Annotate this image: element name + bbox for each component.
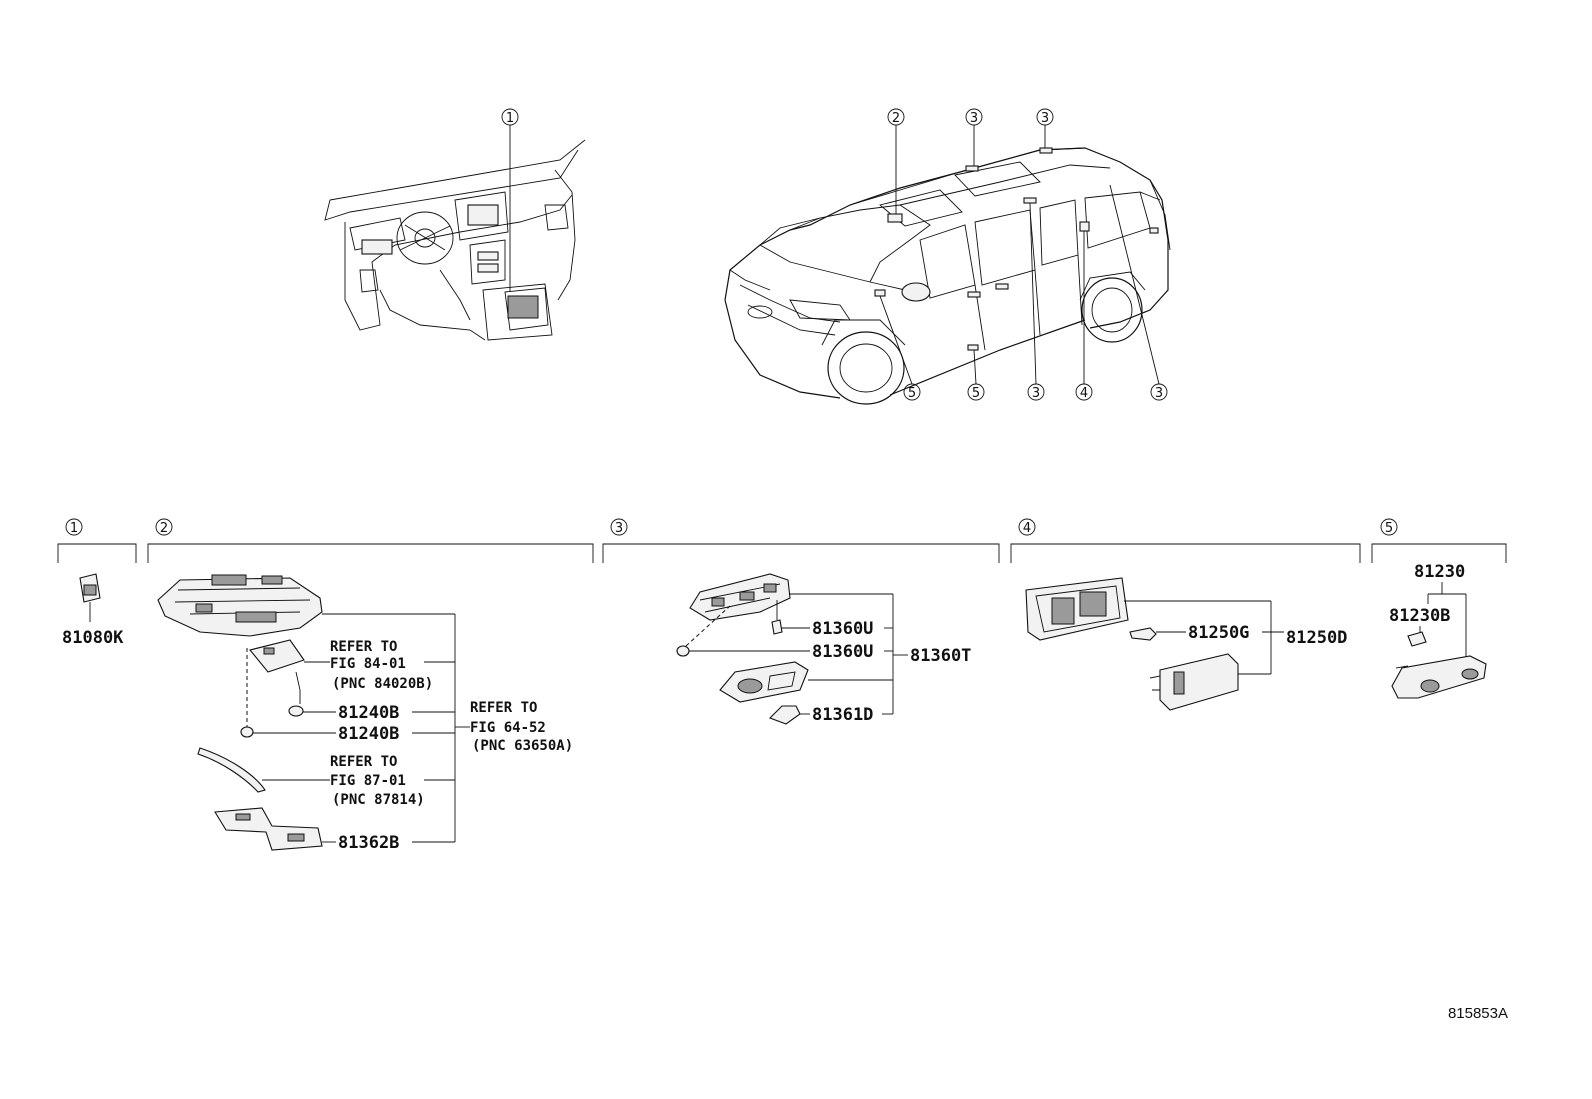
map-lamp-assembly-drawing <box>157 574 323 637</box>
callout-vehicle-3b: 3 <box>1036 108 1054 148</box>
vanity-lamp-frame-drawing <box>1025 577 1129 641</box>
svg-text:FIG 84-01: FIG 84-01 <box>330 656 406 672</box>
svg-text:(PNC 84020B): (PNC 84020B) <box>332 676 433 692</box>
bulb-81250G <box>1129 627 1157 641</box>
svg-text:FIG 87-01: FIG 87-01 <box>330 773 406 789</box>
callout-vehicle-4: 4 <box>1075 231 1093 401</box>
svg-text:3: 3 <box>1041 111 1049 126</box>
callout-vehicle-5b: 5 <box>967 349 985 401</box>
svg-text:5: 5 <box>972 386 980 401</box>
section-header-1: 1 <box>57 518 137 563</box>
callout-vehicle-3c: 3 <box>1027 202 1045 401</box>
part-label-81360U-b: 81360U <box>812 642 873 662</box>
part-label-81240B-b: 81240B <box>338 724 399 744</box>
svg-text:(PNC 63650A): (PNC 63650A) <box>472 738 573 754</box>
bulb-81360U-a <box>771 600 783 635</box>
svg-text:3: 3 <box>970 111 978 126</box>
section-header-5: 5 <box>1371 518 1507 563</box>
diagram-code: 815853A <box>1448 1005 1508 1022</box>
svg-text:REFER TO: REFER TO <box>330 754 397 770</box>
svg-text:REFER TO: REFER TO <box>470 700 537 716</box>
svg-text:4: 4 <box>1080 386 1088 401</box>
svg-text:1: 1 <box>506 111 514 126</box>
vehicle-illustration <box>724 147 1171 405</box>
part-label-81080K: 81080K <box>62 628 124 648</box>
part-label-81361D: 81361D <box>812 705 873 725</box>
svg-text:(PNC 87814): (PNC 87814) <box>332 792 425 808</box>
part-label-81360T: 81360T <box>910 646 971 666</box>
part-label-81250D: 81250D <box>1286 628 1347 648</box>
callout-vehicle-3d: 3 <box>1109 184 1168 401</box>
refer-87-01: REFER TO FIG 87-01 (PNC 87814) <box>330 754 425 808</box>
part-label-81250G: 81250G <box>1188 623 1249 643</box>
svg-text:2: 2 <box>160 521 168 536</box>
lamp-lens-drawing <box>719 661 809 703</box>
courtesy-lamp-drawing <box>1391 655 1487 699</box>
bulb-81360U-b <box>676 605 731 657</box>
callout-vehicle-5a: 5 <box>879 295 921 401</box>
svg-text:1: 1 <box>70 521 78 536</box>
svg-text:3: 3 <box>1032 386 1040 401</box>
refer-64-52: REFER TO FIG 64-52 (PNC 63650A) <box>470 700 573 754</box>
circuit-board-drawing <box>246 639 305 730</box>
dome-lamp-housing-drawing <box>689 573 791 621</box>
section-header-3: 3 <box>602 518 1000 563</box>
part-label-81230: 81230 <box>1414 562 1465 582</box>
svg-text:FIG 64-52: FIG 64-52 <box>470 720 546 736</box>
callout-interior-1: 1 <box>501 108 519 292</box>
cover-81361D-drawing <box>769 705 801 725</box>
part-label-81230B: 81230B <box>1389 606 1450 626</box>
section-header-4: 4 <box>1010 518 1361 563</box>
svg-text:3: 3 <box>615 521 623 536</box>
part-label-81240B-a: 81240B <box>338 703 399 723</box>
part-81080K-drawing <box>79 573 101 622</box>
cover-81362B-drawing <box>214 807 323 851</box>
svg-text:4: 4 <box>1023 521 1031 536</box>
svg-text:REFER TO: REFER TO <box>330 639 397 655</box>
interior-illustration <box>324 139 586 341</box>
bulb-81240B-a <box>288 671 304 717</box>
callout-vehicle-2: 2 <box>887 108 905 214</box>
lens-strip-drawing <box>197 747 266 793</box>
part-label-81360U-a: 81360U <box>812 619 873 639</box>
refer-84-01: REFER TO FIG 84-01 (PNC 84020B) <box>330 639 433 692</box>
bulb-81230B <box>1407 631 1427 647</box>
callout-vehicle-3a: 3 <box>965 108 983 166</box>
svg-text:3: 3 <box>1155 386 1163 401</box>
svg-text:5: 5 <box>1385 521 1393 536</box>
bulb-81240B-b <box>240 726 254 738</box>
vanity-lamp-lens-drawing <box>1149 653 1239 711</box>
svg-text:5: 5 <box>908 386 916 401</box>
svg-text:2: 2 <box>892 111 900 126</box>
section-header-2: 2 <box>147 518 594 563</box>
part-label-81362B: 81362B <box>338 833 399 853</box>
